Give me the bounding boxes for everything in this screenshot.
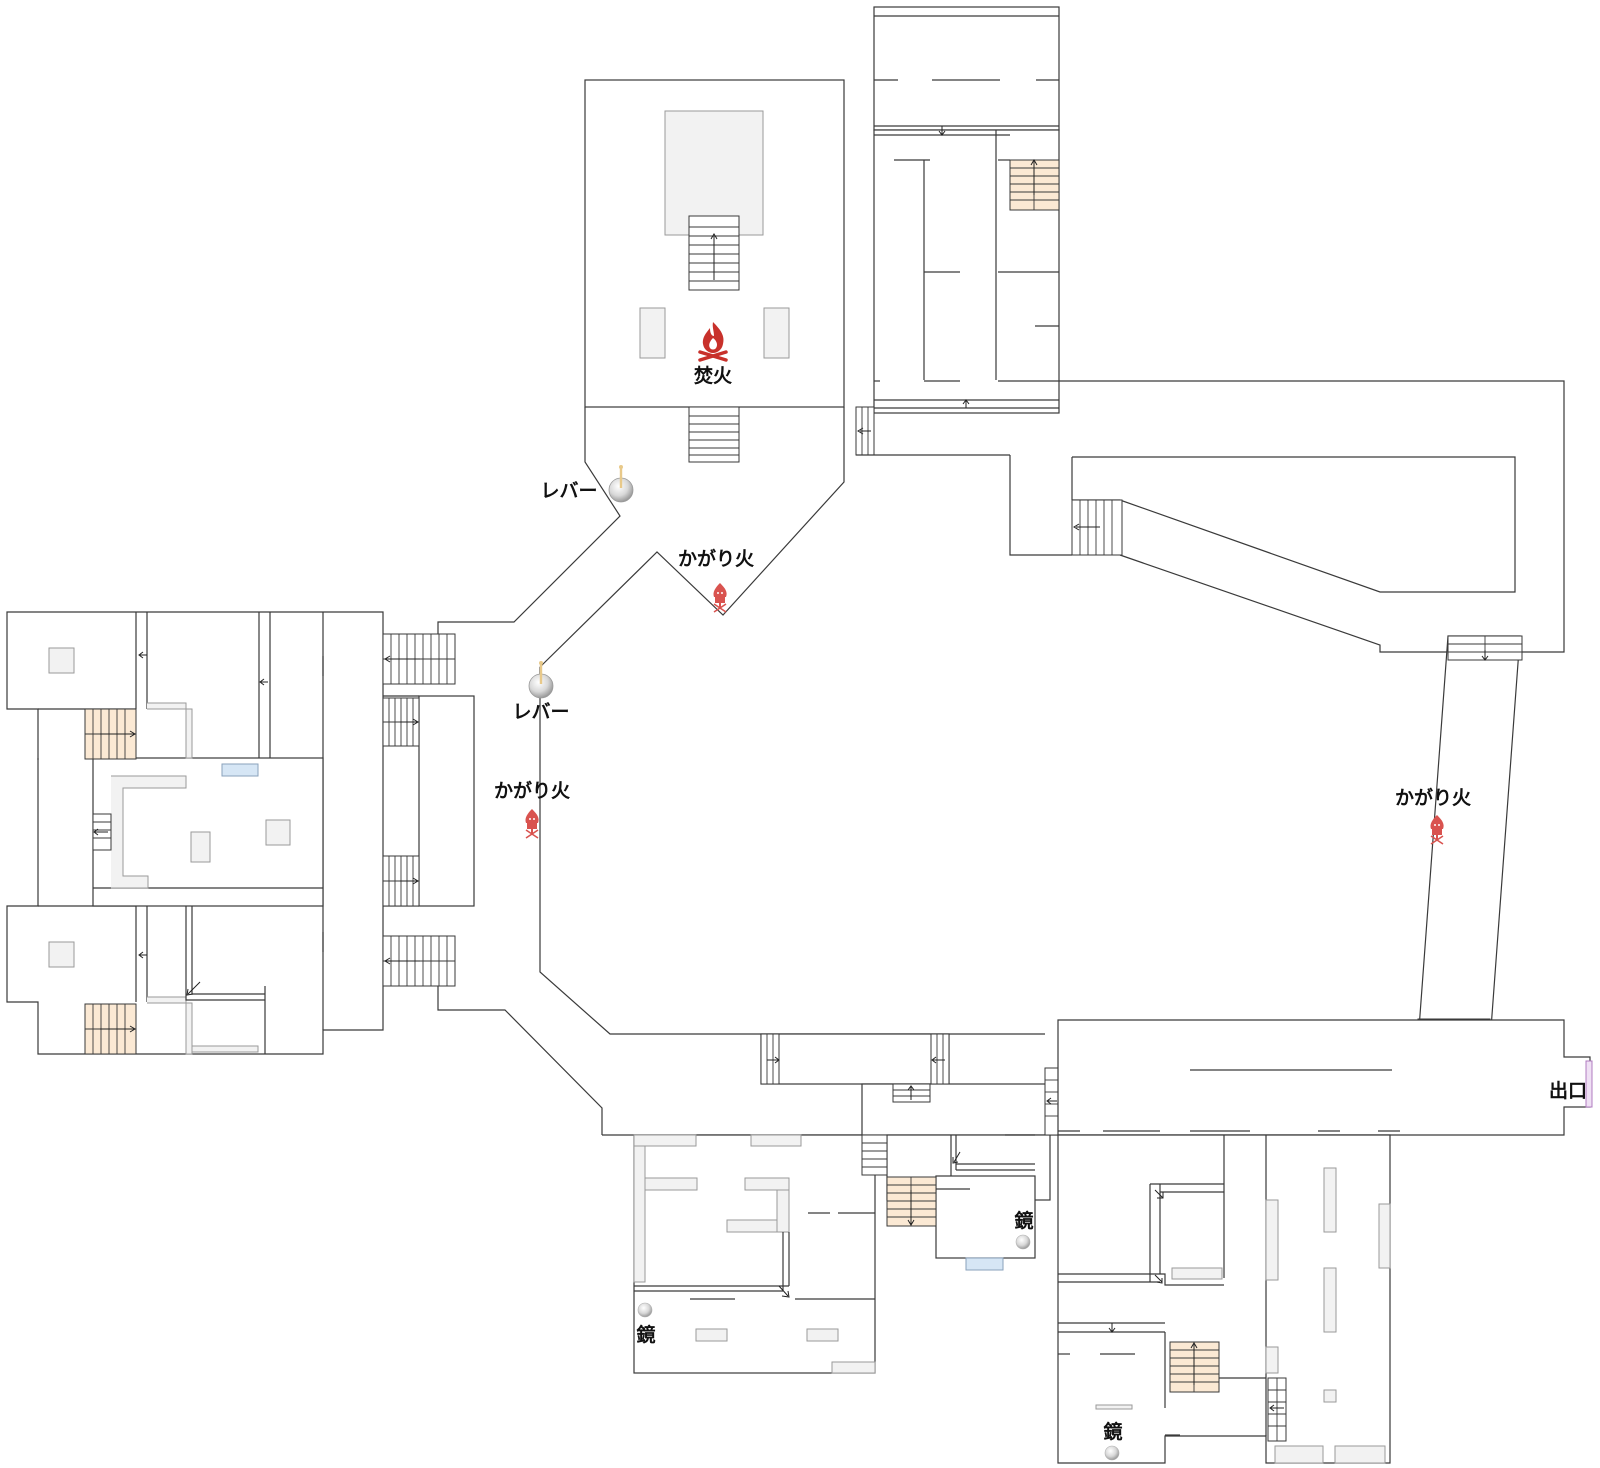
shrine-stairs-upper[interactable] [688, 215, 740, 291]
west-wing-stairs-tan-upper[interactable] [84, 708, 137, 760]
brazier-label: かがり火 [1395, 786, 1472, 809]
mirror-label: 鏡 [636, 1323, 655, 1346]
brazier-label: かがり火 [678, 547, 755, 570]
west-gate-stairs[interactable] [382, 633, 456, 987]
west-wing-inner-stairs[interactable] [138, 651, 268, 1054]
central-courtyard [437, 667, 1045, 1135]
lever-icon[interactable] [608, 465, 634, 503]
southeast-hall [1057, 1019, 1591, 1136]
north-connector-stairs[interactable] [855, 406, 1010, 456]
west-wing-small-stairs[interactable] [92, 813, 112, 851]
southeast-rooms [1057, 1134, 1391, 1464]
brazier-icon [713, 583, 727, 613]
lever-icon[interactable] [528, 661, 554, 699]
mirror-orb-icon[interactable] [1015, 1234, 1031, 1250]
mirror-orb-icon[interactable] [637, 1302, 653, 1318]
brazier-icon [525, 809, 539, 839]
south-central-stairs[interactable] [760, 1033, 1059, 1227]
mirror-label: 鏡 [1014, 1209, 1033, 1232]
shrine-stairs-lower[interactable] [688, 406, 740, 463]
brazier-label: かがり火 [494, 779, 571, 802]
shrine-hall [437, 79, 845, 668]
lever-label: レバー [512, 701, 569, 723]
bonfire-icon [698, 322, 728, 362]
southeast-stairs[interactable] [1169, 1341, 1287, 1442]
west-wing-stairs-tan-lower[interactable] [84, 1003, 137, 1055]
west-gatehouse [382, 695, 475, 907]
mirror-orb-icon[interactable] [1104, 1445, 1120, 1461]
east-ramp-stairs[interactable] [1071, 499, 1123, 556]
south-central-rooms [602, 1033, 1060, 1374]
east-corridor [1417, 635, 1521, 1043]
east-corridor-stairs-top[interactable] [1447, 635, 1523, 661]
north-tower-stairs[interactable] [1009, 159, 1060, 211]
lever-label: レバー [540, 480, 597, 502]
exit-label: 出口 [1549, 1079, 1587, 1102]
bonfire-label: 焚火 [694, 365, 733, 387]
brazier-icon [1430, 815, 1444, 845]
mirror-label: 鏡 [1103, 1420, 1122, 1443]
exit-door[interactable] [1585, 1060, 1593, 1108]
